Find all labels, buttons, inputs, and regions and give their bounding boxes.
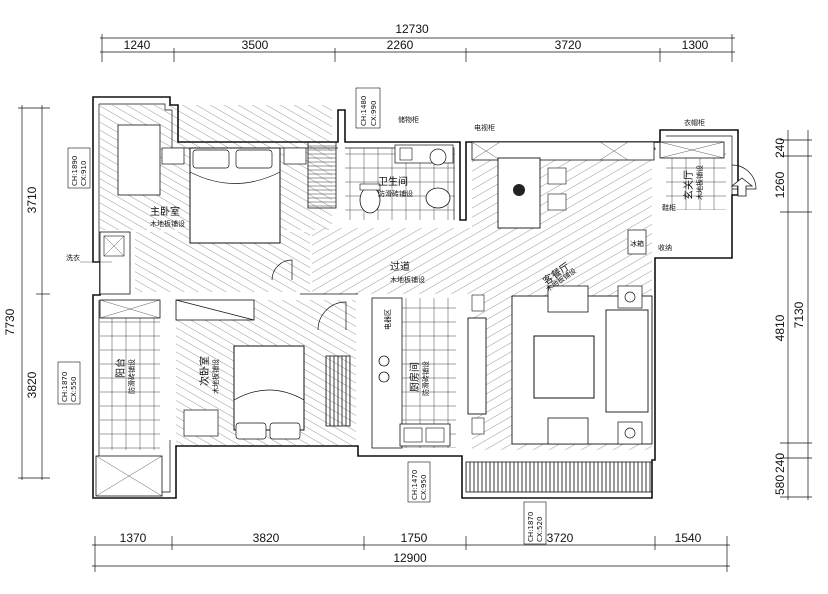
master-bedroom-note: 木地板铺设 (150, 219, 185, 228)
wardrobe-desk (117, 124, 161, 196)
window-tag-master-cx: CX:910 (80, 161, 88, 186)
top-dimensions: 12730 1240 3500 2260 3720 1300 (100, 22, 735, 62)
dim-left-total: 7730 (3, 308, 17, 335)
bathroom: 卫生间 防滑砖铺设 储物柜 (345, 115, 455, 220)
dim-bottom-total: 12900 (393, 551, 427, 565)
secondary-bedroom-note: 木地板铺设 (211, 359, 220, 394)
master-bedroom-label: 主卧室 (150, 205, 180, 218)
bathroom-label: 卫生间 (378, 175, 408, 188)
window-tag-kitchen-cx: CX:950 (420, 475, 428, 500)
dim-top-total: 12730 (395, 22, 429, 36)
master-closet (307, 141, 337, 209)
tv-cabinet-note: 电视柜 (474, 123, 495, 132)
living-dining: 客餐厅 木地板铺设 冰箱 电视柜 收纳 (467, 123, 672, 450)
dim-right-total: 7130 (792, 301, 806, 328)
window-tag-bathroom: CH:1480 CX:990 (355, 87, 381, 129)
entry-arrow-icon (730, 177, 754, 197)
closet-label: 衣帽柜 (684, 118, 705, 127)
toilet (359, 186, 381, 214)
washer-label: 洗衣 (66, 253, 80, 262)
tv-cabinet (467, 317, 487, 415)
balcony-note: 防滑砖铺设 (127, 359, 136, 394)
window-tag-balcony: CH:1870 CX:550 (57, 361, 81, 405)
window-tag-balcony-ch: CH:1870 (61, 372, 69, 402)
bottom-dimensions: 1370 3820 1750 3720 1540 12900 (92, 531, 730, 572)
window-tag-living-ch: CH:1870 (527, 512, 535, 542)
window-tag-kitchen: CH:1470 CX:950 (407, 461, 431, 503)
dim-bottom-5: 1540 (675, 531, 702, 545)
dim-right-4: 240 (773, 453, 787, 473)
dim-left-2: 3820 (25, 371, 39, 398)
left-dimensions: 7730 3710 3820 (3, 105, 50, 480)
basin (425, 187, 451, 209)
sofa (605, 309, 649, 413)
washer-area: 洗衣 (66, 231, 131, 295)
dim-bottom-3: 1750 (401, 531, 428, 545)
coffee-table (533, 335, 595, 399)
dim-left-1: 3710 (25, 186, 39, 213)
living-balcony-strip (465, 461, 653, 493)
window-tag-living-cx: CX:520 (536, 517, 544, 542)
dim-right-5: 580 (773, 475, 787, 495)
kitchen-label: 厨房间 (408, 362, 421, 392)
dim-bottom-4: 3720 (547, 531, 574, 545)
dim-right-1: 240 (773, 138, 787, 158)
kitchen-note: 防滑砖铺设 (421, 361, 430, 396)
dim-right-3: 4810 (773, 314, 787, 341)
window-tag-living: CH:1870 CX:520 (523, 501, 547, 545)
shelf-label: 储物柜 (398, 115, 419, 124)
corridor-label: 过道 (390, 260, 410, 273)
window-tag-bath-ch: CH:1480 (360, 96, 368, 126)
dim-bottom-2: 3820 (253, 531, 280, 545)
dim-top-2: 3500 (242, 38, 269, 52)
corridor-note: 木地板铺设 (390, 275, 425, 284)
corridor: 过道 木地板铺设 (300, 228, 472, 295)
fridge (627, 229, 647, 255)
kitchen: 电器区 厨房间 防滑砖铺设 (371, 297, 456, 449)
entrance: 玄关厅 木地板铺设 衣帽柜 鞋柜 (659, 118, 757, 212)
dim-top-1: 1240 (124, 38, 151, 52)
right-dimensions: 240 1260 4810 240 580 7130 (773, 130, 812, 500)
bathroom-note: 防滑砖铺设 (378, 189, 413, 198)
appliance-zone-label: 电器区 (383, 309, 392, 330)
dim-top-5: 1300 (682, 38, 709, 52)
window-tag-balcony-cx: CX:550 (70, 377, 78, 402)
window-tag-kitchen-ch: CH:1470 (411, 470, 419, 500)
window-tag-bath-cx: CX:990 (370, 101, 378, 126)
balcony: 阳台 防滑砖铺设 (95, 299, 163, 497)
secondary-closet (325, 355, 351, 427)
window-tag-master: CH:1890 CX:910 (67, 147, 91, 189)
master-bedroom: 主卧室 木地板铺设 (100, 105, 337, 292)
balcony-label: 阳台 (114, 358, 127, 378)
dim-bottom-1: 1370 (120, 531, 147, 545)
dim-top-3: 2260 (387, 38, 414, 52)
shoe-cabinet-label: 鞋柜 (662, 203, 676, 212)
study-desk (183, 409, 219, 437)
storage-label: 收纳 (658, 243, 672, 252)
fridge-label: 冰箱 (630, 239, 644, 248)
secondary-bedroom: 次卧室 木地板铺设 (175, 299, 356, 446)
window-tag-master-ch: CH:1890 (71, 156, 79, 186)
entrance-label: 玄关厅 (682, 170, 695, 200)
dim-right-2: 1260 (773, 171, 787, 198)
secondary-bed (233, 345, 305, 431)
dim-top-4: 3720 (555, 38, 582, 52)
secondary-bedroom-label: 次卧室 (198, 356, 211, 386)
entrance-note: 木地板铺设 (695, 165, 704, 200)
